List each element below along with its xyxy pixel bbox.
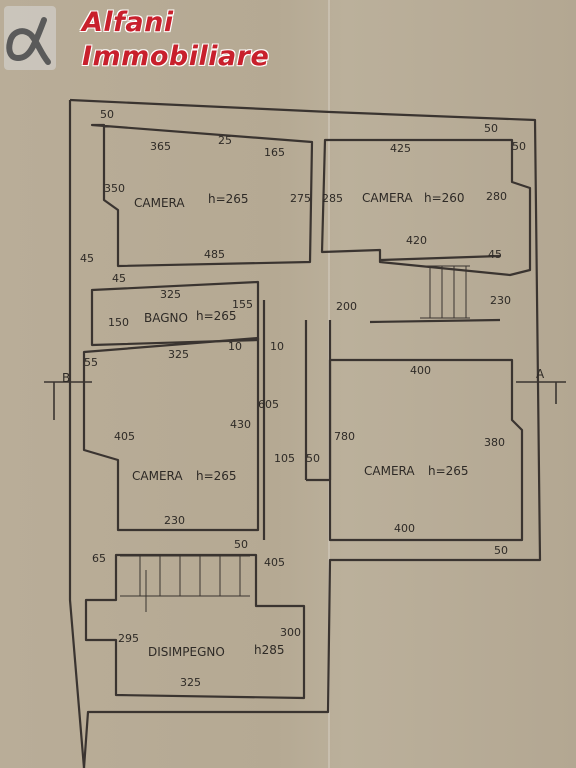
- dim-label: 430: [230, 418, 251, 431]
- alpha-logo-icon: [4, 6, 56, 70]
- dim-label: 10: [270, 340, 284, 353]
- dim-label: 45: [112, 272, 126, 285]
- dim-label: 50: [512, 140, 526, 153]
- room-camera4-height: h=265: [428, 464, 469, 478]
- dim-label: 285: [322, 192, 343, 205]
- room-disimpegno-name: DISIMPEGNO: [148, 645, 225, 659]
- dim-label: 50: [100, 108, 114, 121]
- dim-label: 200: [336, 300, 357, 313]
- dim-label: 275: [290, 192, 311, 205]
- dim-label: 485: [204, 248, 225, 261]
- room-camera3-height: h=265: [196, 469, 237, 483]
- dim-label: 230: [490, 294, 511, 307]
- dim-label: 45: [488, 248, 502, 261]
- dim-label: 405: [264, 556, 285, 569]
- dim-label: 425: [390, 142, 411, 155]
- room-camera1-height: h=265: [208, 192, 249, 206]
- dim-label: 605: [258, 398, 279, 411]
- room-camera4-name: CAMERA: [364, 464, 415, 478]
- dim-label: 10: [228, 340, 242, 353]
- dim-label: 400: [394, 522, 415, 535]
- dim-label: 325: [160, 288, 181, 301]
- dim-label: 150: [108, 316, 129, 329]
- room-bagno-name: BAGNO: [144, 311, 188, 325]
- dim-label: 350: [104, 182, 125, 195]
- dim-label: 300: [280, 626, 301, 639]
- dim-label: 50: [306, 452, 320, 465]
- dim-label: 780: [334, 430, 355, 443]
- dim-label: 55: [84, 356, 98, 369]
- dim-label: 25: [218, 134, 232, 147]
- dim-label: 400: [410, 364, 431, 377]
- dim-label: 50: [234, 538, 248, 551]
- dim-label: 325: [168, 348, 189, 361]
- dim-label: 65: [92, 552, 106, 565]
- dim-label: 45: [80, 252, 94, 265]
- room-camera1-name: CAMERA: [134, 196, 185, 210]
- dim-label: 325: [180, 676, 201, 689]
- dim-label: 50: [484, 122, 498, 135]
- room-camera2-name: CAMERA: [362, 191, 413, 205]
- dim-label: 105: [274, 452, 295, 465]
- section-mark-a: A: [536, 367, 545, 381]
- room-disimpegno-height: h285: [254, 643, 285, 657]
- stairs: [120, 265, 470, 612]
- dim-label: 230: [164, 514, 185, 527]
- dim-label: 365: [150, 140, 171, 153]
- dim-label: 280: [486, 190, 507, 203]
- dim-label: 155: [232, 298, 253, 311]
- plan-walls: [68, 98, 542, 768]
- dim-label: 420: [406, 234, 427, 247]
- dim-label: 50: [494, 544, 508, 557]
- dim-label: 380: [484, 436, 505, 449]
- dim-label: 405: [114, 430, 135, 443]
- dim-label: 295: [118, 632, 139, 645]
- section-lines: [44, 381, 566, 420]
- brand-name-line1: Alfani: [82, 7, 174, 38]
- room-bagno-height: h=265: [196, 309, 237, 323]
- room-camera3-name: CAMERA: [132, 469, 183, 483]
- brand-name-line2: Immobiliare: [82, 41, 270, 72]
- section-mark-b: B: [62, 371, 70, 385]
- dim-label: 165: [264, 146, 285, 159]
- room-camera2-height: h=260: [424, 191, 465, 205]
